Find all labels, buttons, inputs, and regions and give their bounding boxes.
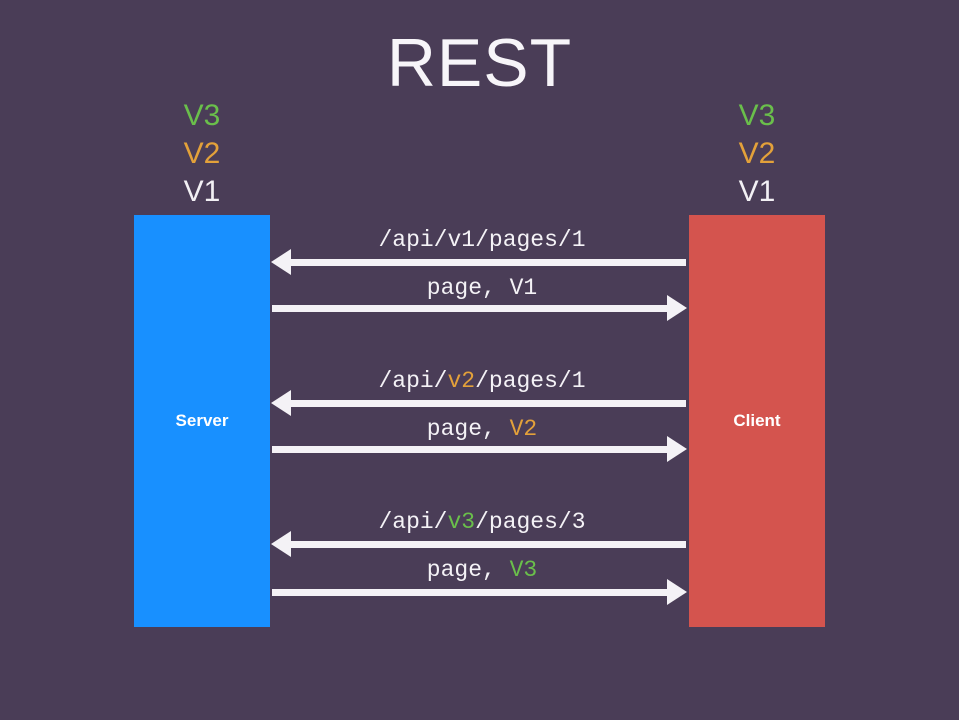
server-box-label: Server: [175, 411, 229, 430]
response-arrow-line-3: [272, 589, 668, 596]
request-arrow-head-3: [271, 531, 291, 557]
response-label-2: page, V2: [272, 416, 692, 442]
server-version-v3: V3: [183, 99, 221, 132]
request-label-2: /api/v2/pages/1: [272, 368, 692, 394]
request-version-tag-1: v1: [447, 227, 476, 253]
response-text-3: page, V3: [426, 557, 538, 583]
client-box-label: Client: [733, 411, 781, 430]
response-arrow-head-3: [667, 579, 687, 605]
request-arrow-head-1: [271, 249, 291, 275]
request-arrow-line-3: [290, 541, 686, 548]
response-version-tag-3: V3: [509, 557, 538, 583]
server-version-stack: V3 V2 V1: [142, 97, 262, 211]
client-version-v3: V3: [738, 99, 776, 132]
request-version-tag-3: v3: [447, 509, 476, 535]
response-arrow-line-1: [272, 305, 668, 312]
request-path-2: /api/v2/pages/1: [378, 368, 586, 394]
request-arrow-line-2: [290, 400, 686, 407]
request-label-3: /api/v3/pages/3: [272, 509, 692, 535]
request-arrow-line-1: [290, 259, 686, 266]
client-box: Client: [689, 215, 825, 627]
server-version-v2: V2: [183, 137, 221, 170]
request-label-1: /api/v1/pages/1: [272, 227, 692, 253]
page-title: REST: [386, 25, 573, 101]
response-arrow-line-2: [272, 446, 668, 453]
response-version-tag-1: V1: [509, 275, 538, 301]
response-arrow-head-2: [667, 436, 687, 462]
response-text-1: page, V1: [426, 275, 538, 301]
request-arrow-head-2: [271, 390, 291, 416]
client-version-v2: V2: [738, 137, 776, 170]
server-box: Server: [134, 215, 270, 627]
request-path-3: /api/v3/pages/3: [378, 509, 586, 535]
client-version-stack: V3 V2 V1: [697, 97, 817, 211]
response-arrow-head-1: [667, 295, 687, 321]
request-version-tag-2: v2: [447, 368, 476, 394]
response-text-2: page, V2: [426, 416, 538, 442]
response-label-3: page, V3: [272, 557, 692, 583]
response-version-tag-2: V2: [509, 416, 538, 442]
response-label-1: page, V1: [272, 275, 692, 301]
client-version-v1: V1: [738, 175, 776, 208]
request-path-1: /api/v1/pages/1: [378, 227, 586, 253]
server-version-v1: V1: [183, 175, 221, 208]
